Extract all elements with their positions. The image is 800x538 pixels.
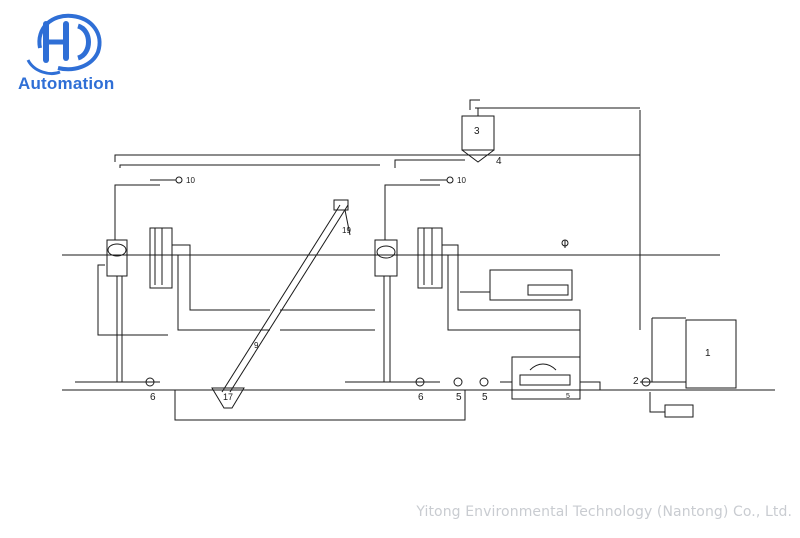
callout-6b: 6	[418, 392, 424, 403]
company-watermark: Yitong Environmental Technology (Nantong…	[416, 504, 792, 520]
callout-9: 9	[254, 341, 259, 350]
callout-3: 3	[474, 126, 480, 137]
callout-5c: 5	[566, 393, 570, 400]
callout-19: 19	[342, 226, 351, 235]
sight-glass-icon	[561, 239, 569, 247]
pump-5-b	[479, 377, 489, 387]
callout-5a: 5	[456, 392, 462, 403]
company-logo	[26, 13, 102, 75]
top-header-pipe	[114, 154, 640, 162]
pump-2	[641, 377, 651, 387]
callout-labels: 1 2 3 4 5 5 5 6 6 9 10 10 17 19	[150, 126, 711, 403]
callout-17: 17	[223, 392, 233, 402]
pump-6-right	[415, 377, 425, 387]
instrument-10-right	[420, 176, 454, 184]
hopper-17	[211, 387, 245, 409]
evaporator-right	[280, 184, 581, 383]
callout-10b: 10	[457, 176, 466, 185]
evaporator-left	[75, 184, 270, 383]
collecting-pipe	[174, 390, 466, 421]
condenser-box	[500, 356, 601, 400]
callout-1: 1	[705, 348, 711, 359]
callout-6a: 6	[150, 392, 156, 403]
callout-10a: 10	[186, 176, 195, 185]
callout-5b: 5	[482, 392, 488, 403]
tank-3	[461, 108, 495, 163]
pump-5-a	[453, 377, 463, 387]
instrument-10-left	[150, 176, 183, 184]
tank-1	[640, 317, 737, 418]
callout-2: 2	[633, 376, 639, 387]
vacuum-system-box	[460, 269, 573, 301]
screw-conveyor-9	[221, 199, 351, 393]
callout-4: 4	[496, 156, 502, 167]
pump-6-left	[145, 377, 155, 387]
brand-name: Automation	[18, 74, 115, 93]
